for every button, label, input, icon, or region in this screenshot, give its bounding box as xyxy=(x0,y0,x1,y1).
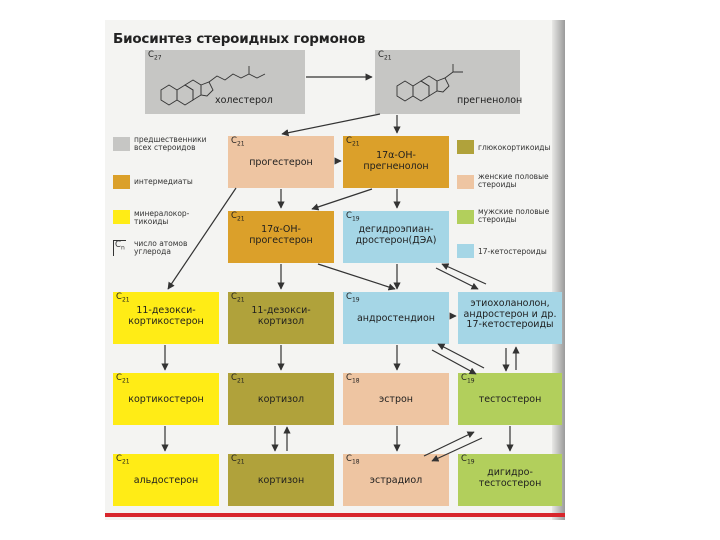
oh-progesterone-label: 17α-ОН- прогестерон xyxy=(249,224,313,246)
carbon-count: C21 xyxy=(231,454,245,466)
carbon-count: C21 xyxy=(231,373,245,385)
carbon-count: C21 xyxy=(116,454,130,466)
carbon-count: C18 xyxy=(346,454,360,466)
testosterone-label: тестостерон xyxy=(478,394,542,405)
dihydrotestosterone-box: C19 дигидро- тестостерон xyxy=(458,454,562,506)
arrow xyxy=(431,349,477,375)
legend-swatch-female xyxy=(457,175,474,189)
arrow xyxy=(435,267,479,290)
deoxycorticosterone-label: 11-дезокси- кортикостерон xyxy=(128,305,204,327)
legend-swatch-ketosteroids xyxy=(457,244,474,258)
androstenedione-box: C19 андростендион xyxy=(343,292,449,344)
corticosterone-label: кортикостерон xyxy=(128,394,204,405)
testosterone-box: C19 тестостерон xyxy=(458,373,562,425)
arrow xyxy=(281,113,381,137)
arrow xyxy=(167,187,237,290)
legend-label-intermediates: интермедиаты xyxy=(134,177,193,186)
cortisol-label: кортизол xyxy=(257,394,305,405)
cholesterol-label: холестерол xyxy=(215,95,273,106)
oh-pregnenolone-box: C21 17α-ОН- прегненолон xyxy=(343,136,449,188)
arrow xyxy=(311,188,373,211)
arrow xyxy=(423,431,475,457)
legend-swatch-mineralocorticoids xyxy=(113,210,130,224)
cholesterol-structure-image xyxy=(160,66,266,106)
dhea-label: дегидроэпиан- дростерон(ДЭА) xyxy=(355,224,437,246)
progesterone-box: C21 прогестерон xyxy=(228,136,334,188)
carbon-count: C19 xyxy=(346,292,360,304)
estradiol-box: C18 эстрадиол xyxy=(343,454,449,506)
pregnenolone-structure-image xyxy=(396,64,463,102)
aldosterone-box: C21 альдостерон xyxy=(113,454,219,506)
legend-swatch-intermediates xyxy=(113,175,130,189)
pregnenolone-box: C21 прегненолон xyxy=(375,50,523,114)
deoxycortisol-label: 11-дезокси- кортизол xyxy=(251,305,311,327)
dhea-box: C19 дегидроэпиан- дростерон(ДЭА) xyxy=(343,211,449,263)
carbon-count-symbol: Cn xyxy=(113,240,126,256)
deoxycortisol-box: C21 11-дезокси- кортизол xyxy=(228,292,334,344)
arrow xyxy=(441,263,487,285)
legend-label-mineralocorticoids: минералокор- тикоиды xyxy=(134,209,190,226)
arrow xyxy=(317,263,396,291)
bottom-red-rule xyxy=(105,513,565,517)
cholesterol-box: C27 холестерол xyxy=(145,50,305,114)
oh-progesterone-box: C21 17α-ОН- прогестерон xyxy=(228,211,334,263)
progesterone-label: прогестерон xyxy=(249,157,313,168)
legend-label-ketosteroids: 17-кетостероиды xyxy=(478,247,547,256)
carbon-count: C27 xyxy=(148,50,162,62)
carbon-count: C19 xyxy=(346,211,360,223)
cortisol-box: C21 кортизол xyxy=(228,373,334,425)
ketosteroids-label: этиохоланолон, андростерон и др. 17-кето… xyxy=(463,298,557,331)
carbon-count: C19 xyxy=(461,373,475,385)
carbon-count: C21 xyxy=(378,50,392,62)
arrow xyxy=(431,437,483,462)
carbon-count: C21 xyxy=(116,292,130,304)
carbon-count: C21 xyxy=(116,373,130,385)
estrone-box: C18 эстрон xyxy=(343,373,449,425)
dihydrotestosterone-label: дигидро- тестостерон xyxy=(478,467,542,489)
legend-label-carbon-count: число атомов углерода xyxy=(134,239,188,256)
estrone-label: эстрон xyxy=(378,394,414,405)
carbon-count: C21 xyxy=(231,136,245,148)
legend-label-female: женские половые стероиды xyxy=(478,172,549,189)
carbon-count: C21 xyxy=(231,292,245,304)
androstenedione-label: андростендион xyxy=(356,313,436,324)
aldosterone-label: альдостерон xyxy=(133,475,199,486)
oh-pregnenolone-label: 17α-ОН- прегненолон xyxy=(363,150,429,172)
carbon-count: C19 xyxy=(461,454,475,466)
carbon-count: C18 xyxy=(346,373,360,385)
cortisone-box: C21 кортизон xyxy=(228,454,334,506)
legend-swatch-precursors xyxy=(113,137,130,151)
deoxycorticosterone-box: C21 11-дезокси- кортикостерон xyxy=(113,292,219,344)
carbon-count: C21 xyxy=(231,211,245,223)
legend-label-male: мужские половые стероиды xyxy=(478,207,550,224)
corticosterone-box: C21 кортикостерон xyxy=(113,373,219,425)
cortisone-label: кортизон xyxy=(257,475,305,486)
pregnenolone-label: прегненолон xyxy=(457,95,523,106)
carbon-count: C21 xyxy=(346,136,360,148)
arrow xyxy=(437,343,485,369)
legend-swatch-male xyxy=(457,210,474,224)
legend-swatch-glucocorticoids xyxy=(457,140,474,154)
legend-label-precursors: предшественники всех стероидов xyxy=(134,135,207,152)
diagram-title: Биосинтез стероидных гормонов xyxy=(113,31,366,47)
legend-label-glucocorticoids: глюкокортикоиды xyxy=(478,143,551,152)
estradiol-label: эстрадиол xyxy=(369,475,423,486)
ketosteroids-box: этиохоланолон, андростерон и др. 17-кето… xyxy=(458,292,562,344)
